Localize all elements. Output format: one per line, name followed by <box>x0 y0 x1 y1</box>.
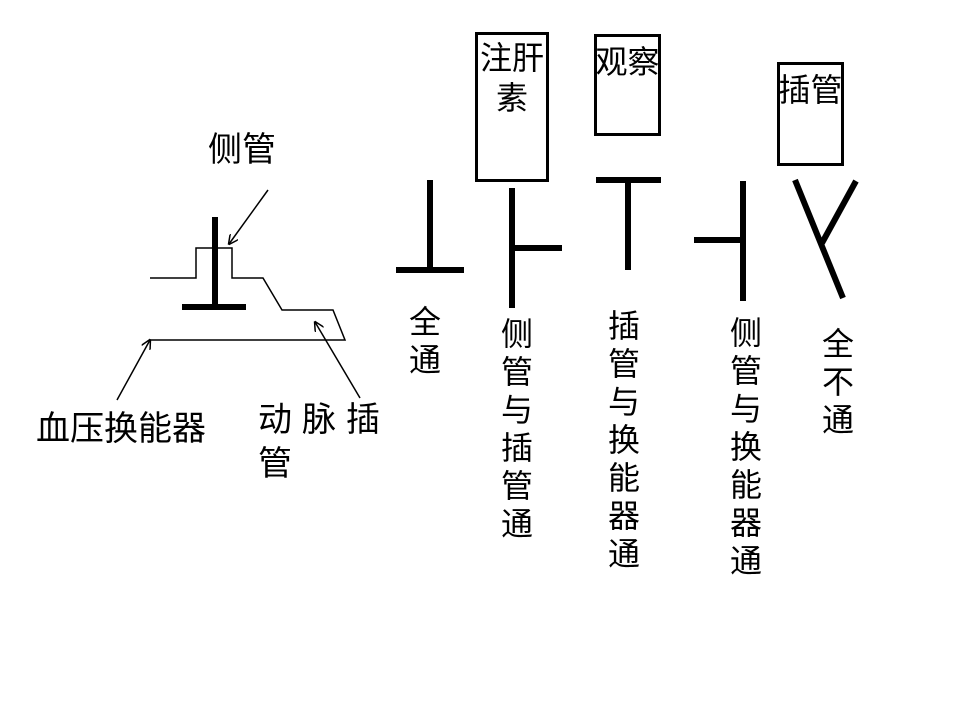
tube-outline-top <box>150 247 347 341</box>
artery-arrow <box>315 322 361 399</box>
heparin-box <box>475 32 549 182</box>
side-tube-arrow <box>229 189 269 244</box>
state-side-transducer-symbol <box>694 181 746 301</box>
state-all-open-label: 全通 <box>408 303 441 379</box>
transducer-arrow <box>116 340 150 401</box>
side-tube-label: 侧管 <box>208 130 276 170</box>
state-side-transducer-label: 侧管与换能器通 <box>729 314 762 580</box>
observe-box-label: 观察 <box>595 43 660 81</box>
transducer-label: 血压换能器 <box>36 408 206 450</box>
catheter-box-label: 插管 <box>778 71 843 109</box>
state-catheter-transducer-symbol <box>596 177 661 270</box>
state-all-closed-label: 全不通 <box>821 325 854 439</box>
state-all-closed-symbol <box>792 178 859 300</box>
state-all-open-symbol <box>396 180 464 273</box>
state-catheter-transducer-label: 插管与换能器通 <box>607 307 640 573</box>
state-side-catheter-symbol <box>509 188 562 308</box>
catheter-box <box>777 62 844 166</box>
artery-label: 动脉插管 <box>258 398 428 486</box>
stopcock-assembly <box>150 217 347 341</box>
artery-label-text: 动脉插管 <box>258 400 390 484</box>
state-side-catheter-label: 侧管与插管通 <box>500 315 533 543</box>
observe-box <box>594 34 661 136</box>
transducer-label-text: 血压换能器 <box>36 409 206 449</box>
heparin-box-label: 注肝素 <box>479 39 544 117</box>
